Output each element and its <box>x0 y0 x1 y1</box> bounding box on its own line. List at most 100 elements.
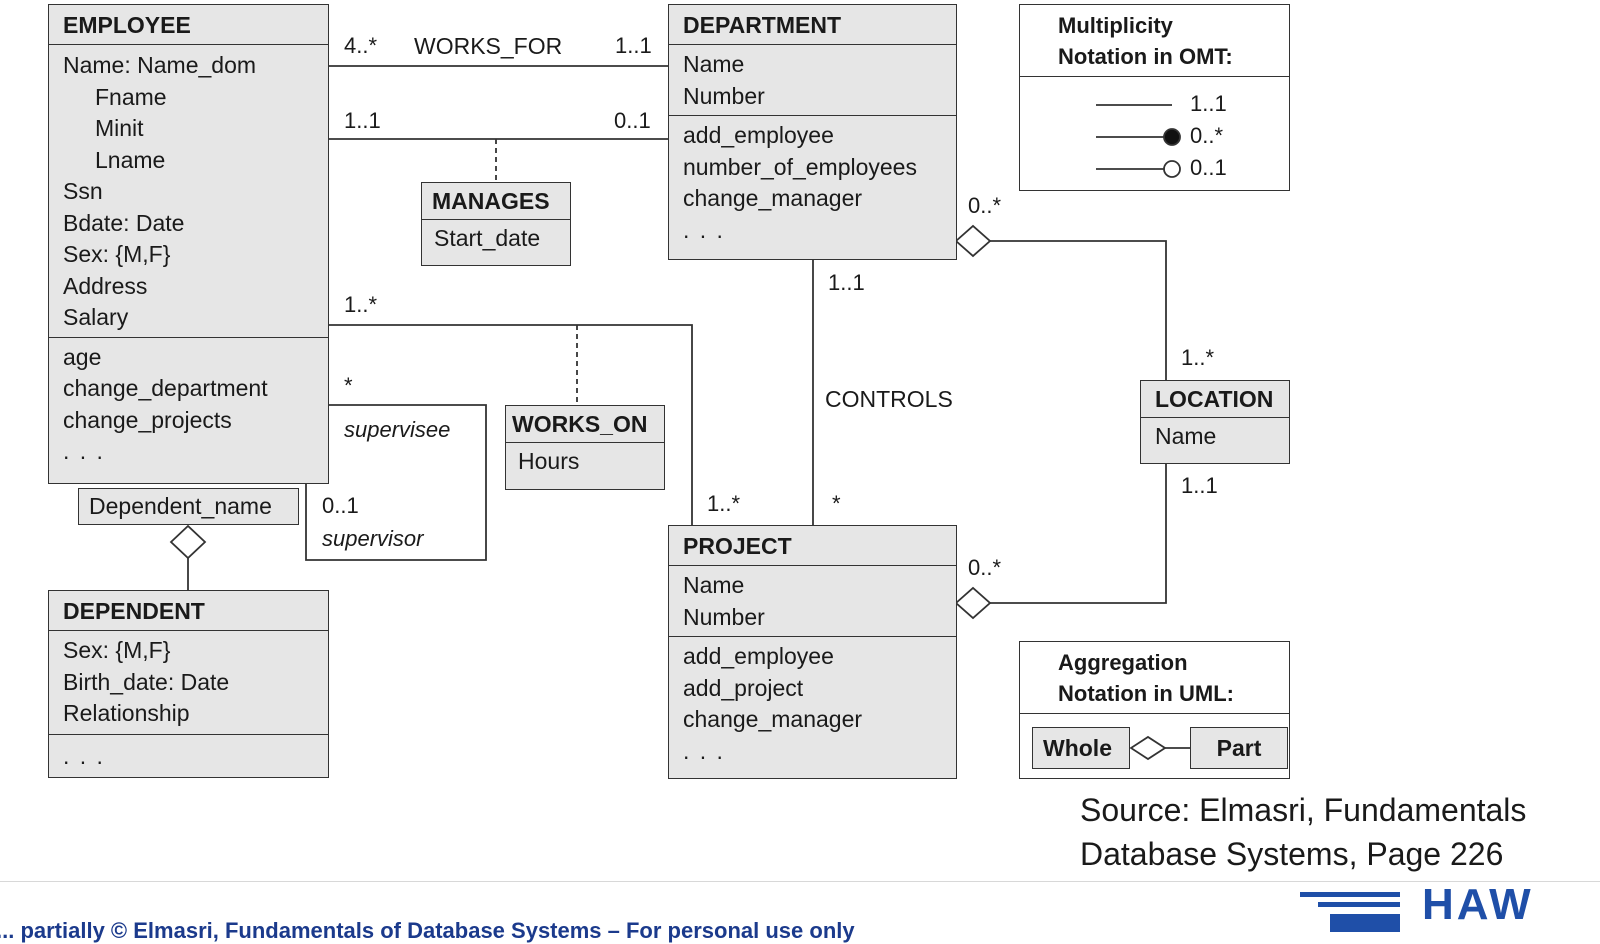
project-op: change_manager <box>683 706 863 732</box>
department-class: DEPARTMENT Name Number add_employee numb… <box>668 4 957 260</box>
department-attr: Name <box>683 51 745 77</box>
works-on-line <box>328 324 693 525</box>
department-operations: add_employee number_of_employees change_… <box>669 116 956 252</box>
multiplicity-legend: Multiplicity Notation in OMT: 1..1 0..* … <box>1019 4 1290 191</box>
supervisee-mult: * <box>344 373 353 398</box>
aggregation-whole-box: Whole <box>1032 727 1130 769</box>
filled-dot-icon <box>1163 128 1181 146</box>
employee-attr: Bdate: Date <box>63 209 185 236</box>
qualifier-dependent-name: Dependent_name <box>78 488 299 525</box>
source-citation: Source: Elmasri, Fundamentals Database S… <box>1080 792 1527 872</box>
project-op: add_project <box>683 674 804 701</box>
employee-attr: Minit <box>95 115 144 141</box>
manages-attr: Start_date <box>434 225 541 251</box>
works-for-name: WORKS_FOR <box>414 33 563 59</box>
legend-mult-1: 1..1 <box>1190 91 1227 116</box>
footer-divider <box>0 881 1600 882</box>
multiplicity-legend-title: Multiplicity Notation in OMT: <box>1020 5 1289 77</box>
dept-aggregation-diamond <box>954 224 992 258</box>
dependent-title: DEPENDENT <box>49 591 328 631</box>
location-attr: Name <box>1155 423 1217 449</box>
dependent-attr: Relationship <box>63 700 190 726</box>
legend-mult-2: 0..* <box>1190 123 1224 148</box>
controls-proj-mult: * <box>832 491 841 516</box>
department-attributes: Name Number <box>669 45 956 116</box>
haw-logo: HAW <box>1300 882 1600 932</box>
project-class: PROJECT Name Number add_employee add_pro… <box>668 525 957 779</box>
project-attr: Number <box>683 603 765 630</box>
location-class: LOCATION Name <box>1140 380 1290 464</box>
employee-attr: Name: Name_dom <box>63 52 257 78</box>
employee-attr: Lname <box>95 146 166 173</box>
department-op: add_employee <box>683 122 834 148</box>
dependent-attributes: Sex: {M,F} Birth_date: Date Relationship <box>49 631 328 735</box>
dept-location-loc-mult: 1..* <box>1181 345 1215 370</box>
supervisee-role: supervisee <box>344 417 451 442</box>
aggregation-diamond-icon <box>1130 735 1167 761</box>
works-on-title: WORKS_ON <box>506 406 664 443</box>
manages-emp-mult: 1..1 <box>344 108 381 133</box>
legend-mult-3: 0..1 <box>1190 155 1227 180</box>
dependent-op: . . . <box>63 742 105 769</box>
employee-op: . . . <box>63 438 105 464</box>
dependent-attr: Birth_date: Date <box>63 668 230 695</box>
works-on-emp-mult: 1..* <box>344 292 378 317</box>
department-attr: Number <box>683 82 765 109</box>
department-op: . . . <box>683 216 725 243</box>
manages-title: MANAGES <box>422 183 570 220</box>
project-op: add_employee <box>683 643 834 669</box>
employee-attr: Fname <box>95 83 167 110</box>
dependent-attr: Sex: {M,F} <box>63 637 171 663</box>
works-for-emp-mult: 4..* <box>344 33 378 58</box>
project-location-line <box>990 463 1167 604</box>
employee-class: EMPLOYEE Name: Name_dom Fname Minit Lnam… <box>48 4 329 484</box>
aggregation-legend: Aggregation Notation in UML: Whole Part <box>1019 641 1290 779</box>
project-op: . . . <box>683 737 725 764</box>
works-on-class: WORKS_ON Hours <box>505 405 665 490</box>
controls-name: CONTROLS <box>825 386 953 412</box>
project-title: PROJECT <box>669 526 956 566</box>
project-operations: add_employee add_project change_manager … <box>669 637 956 773</box>
haw-logo-text: HAW <box>1422 880 1534 929</box>
employee-attr: Ssn <box>63 178 103 204</box>
location-attributes: Name <box>1141 418 1289 456</box>
aggregation-part-box: Part <box>1190 727 1288 769</box>
project-aggregation-diamond <box>954 586 992 620</box>
controls-dept-mult: 1..1 <box>828 270 865 295</box>
department-title: DEPARTMENT <box>669 5 956 45</box>
dependent-aggregation-diamond <box>169 524 207 560</box>
multiplicity-symbols <box>1096 104 1181 178</box>
supervisor-role: supervisor <box>322 526 424 551</box>
department-op: number_of_employees <box>683 153 917 180</box>
supervisor-mult: 0..1 <box>322 493 359 518</box>
dept-location-dept-mult: 0..* <box>968 193 1002 218</box>
works-for-dept-mult: 1..1 <box>615 33 652 58</box>
footer-copyright: ... partially © Elmasri, Fundamentals of… <box>0 918 855 943</box>
employee-attr: Address <box>63 272 148 299</box>
manages-class: MANAGES Start_date <box>421 182 571 266</box>
manages-attributes: Start_date <box>422 220 570 258</box>
supervision-line <box>305 404 487 561</box>
location-title: LOCATION <box>1141 381 1289 418</box>
employee-attr: Sex: {M,F} <box>63 241 171 267</box>
hollow-dot-icon <box>1163 160 1181 178</box>
employee-op: change_projects <box>63 406 232 433</box>
employee-title: EMPLOYEE <box>49 5 328 45</box>
dependent-class: DEPENDENT Sex: {M,F} Birth_date: Date Re… <box>48 590 329 778</box>
manages-dept-mult: 0..1 <box>614 108 651 133</box>
employee-op: change_department <box>63 375 268 401</box>
works-on-attributes: Hours <box>506 443 664 481</box>
proj-location-loc-mult: 1..1 <box>1181 473 1218 498</box>
dept-location-line <box>990 240 1167 380</box>
aggregation-symbol <box>1130 735 1190 761</box>
works-on-attr: Hours <box>518 448 580 474</box>
aggregation-legend-title: Aggregation Notation in UML: <box>1020 642 1289 714</box>
employee-attr: Salary <box>63 304 129 330</box>
proj-location-proj-mult: 0..* <box>968 555 1002 580</box>
employee-attributes: Name: Name_dom Fname Minit Lname Ssn Bda… <box>49 45 328 338</box>
project-attr: Name <box>683 572 745 598</box>
employee-operations: age change_department change_projects . … <box>49 338 328 474</box>
department-op: change_manager <box>683 185 863 211</box>
project-attributes: Name Number <box>669 566 956 637</box>
